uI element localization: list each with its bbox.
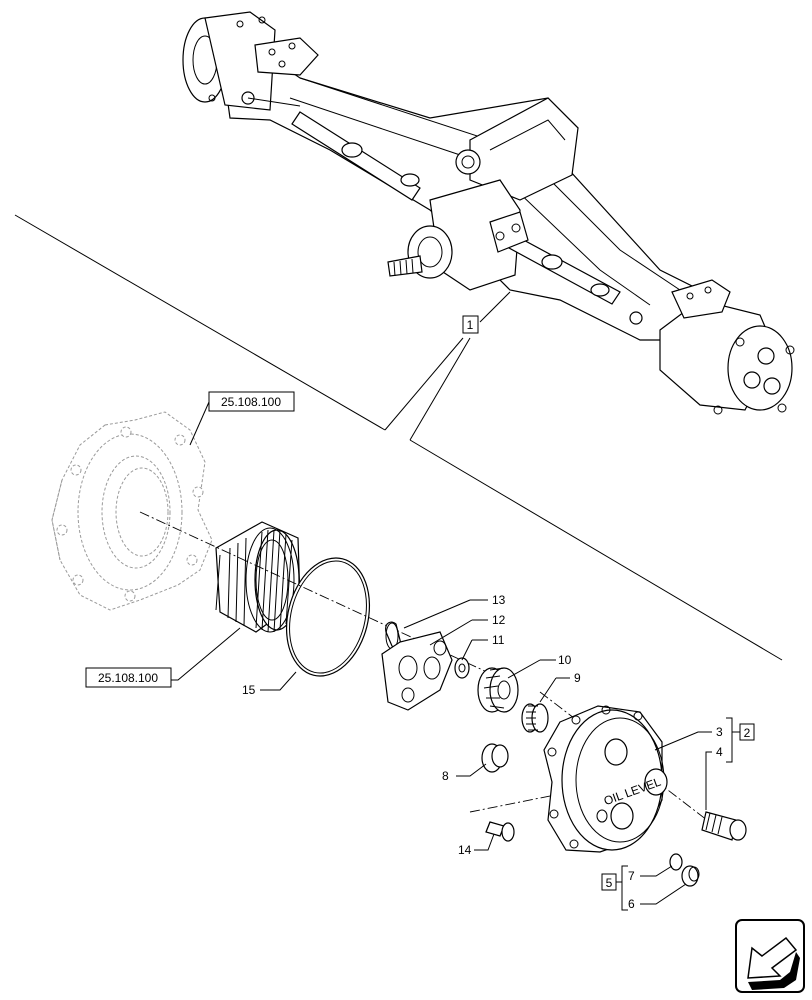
needle-bearing-9 (521, 703, 549, 733)
reference-label-hub[interactable]: 25.108.100 (221, 395, 281, 409)
reference-box-ring-gear[interactable] (85, 667, 172, 688)
plug-4 (701, 811, 747, 841)
planet-carrier-plate-12 (381, 631, 453, 711)
screw-14 (485, 821, 515, 842)
callout-15[interactable]: 15 (242, 683, 256, 697)
bearing-cap-8 (481, 743, 509, 773)
callout-box-5[interactable] (601, 873, 617, 891)
callout-13[interactable]: 13 (492, 593, 506, 607)
o-ring-15 (285, 557, 371, 677)
o-ring-7 (669, 853, 683, 871)
callout-3[interactable]: 3 (716, 725, 723, 739)
ring-gear (215, 521, 301, 633)
axle-assembly (182, 11, 795, 415)
callout-1[interactable]: 1 (467, 318, 474, 332)
diagram-divider-line (14, 214, 386, 431)
callout-9[interactable]: 9 (574, 671, 581, 685)
planet-gear-10 (477, 667, 519, 713)
callout-12[interactable]: 12 (492, 613, 506, 627)
callout-6[interactable]: 6 (628, 897, 635, 911)
callout-2[interactable]: 2 (744, 726, 751, 740)
callout-box-1[interactable] (462, 315, 479, 334)
callout-7[interactable]: 7 (628, 869, 635, 883)
callout-10[interactable]: 10 (558, 653, 572, 667)
thrust-washer-11 (454, 657, 470, 679)
callout-8[interactable]: 8 (442, 769, 449, 783)
hub-cover-3: OIL LEVEL (543, 705, 668, 853)
callout-5[interactable]: 5 (606, 876, 613, 890)
arrow-nav-icon[interactable] (735, 919, 805, 993)
callout-box-2[interactable] (739, 723, 755, 741)
wheel-hub-reference (51, 411, 213, 611)
diagram-divider-line (409, 439, 783, 661)
drain-plug-6 (681, 865, 700, 887)
reference-box-hub[interactable] (208, 391, 295, 412)
callout-14[interactable]: 14 (458, 843, 472, 857)
callout-11[interactable]: 11 (492, 633, 505, 647)
reference-label-ring-gear[interactable]: 25.108.100 (98, 671, 158, 685)
callout-4[interactable]: 4 (716, 745, 723, 759)
